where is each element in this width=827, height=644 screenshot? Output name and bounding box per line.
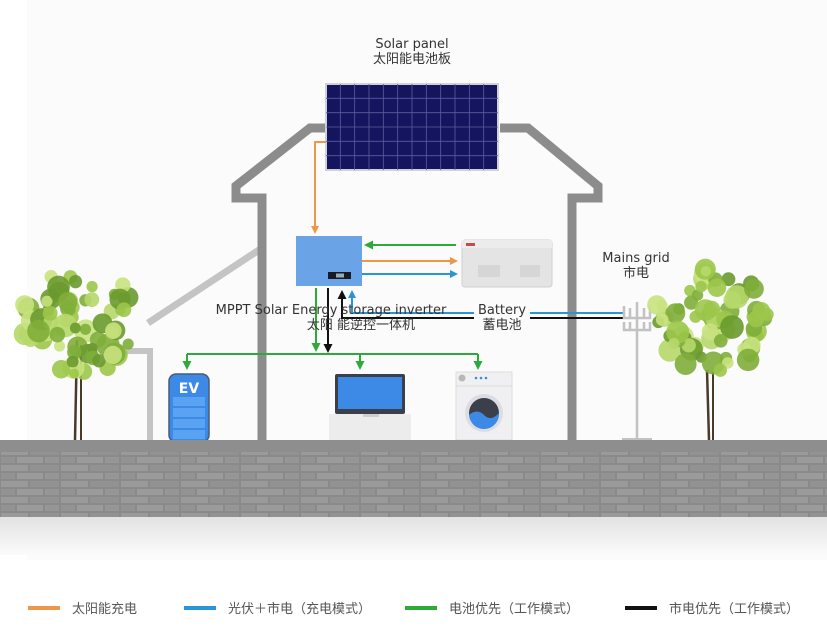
legend-swatch-black: [625, 605, 657, 610]
solar-panel-label: Solar panel 太阳能电池板: [352, 37, 472, 67]
inverter-label-zh: 太阳 能逆控一体机: [306, 318, 416, 333]
washing-machine: [455, 371, 513, 441]
legend-item-pv-grid: 光伏＋市电（充电模式）: [184, 598, 371, 617]
legend-swatch-green: [405, 605, 437, 610]
mains-grid-label-en: Mains grid: [602, 251, 670, 266]
utility-pole: [622, 302, 652, 442]
flow-solar-charge: [311, 141, 326, 234]
legend-item-grid-priority: 市电优先（工作模式）: [625, 598, 799, 617]
legend-swatch-orange: [28, 605, 60, 610]
mains-grid-label-zh: 市电: [622, 266, 649, 281]
stone-wall: [0, 452, 827, 517]
legend: 太阳能充电 光伏＋市电（充电模式） 电池优先（工作模式） 市电优先（工作模式）: [0, 598, 827, 622]
legend-label: 光伏＋市电（充电模式）: [228, 602, 372, 617]
solar-panel: [325, 83, 499, 171]
house-outline: [231, 123, 603, 440]
tree-right: [647, 258, 774, 441]
battery-device: [461, 239, 553, 288]
tree-left: [13, 270, 139, 441]
ev-badge: EV: [179, 381, 200, 397]
legend-item-solar-charge: 太阳能充电: [28, 598, 137, 617]
mains-grid-label: Mains grid 市电: [596, 251, 676, 281]
tv-appliance: [329, 374, 411, 440]
inverter-label: MPPT Solar Energy storage inverter 太阳 能逆…: [204, 303, 458, 333]
wall-shadow: [0, 517, 827, 555]
solar-panel-label-en: Solar panel: [375, 37, 449, 52]
inverter-device: [296, 236, 362, 286]
legend-item-battery-priority: 电池优先（工作模式）: [405, 598, 579, 617]
battery-label-zh: 蓄电池: [482, 318, 522, 333]
inverter-label-en: MPPT Solar Energy storage inverter: [215, 303, 447, 318]
legend-swatch-blue: [184, 605, 216, 610]
solar-panel-label-zh: 太阳能电池板: [372, 52, 451, 67]
flow-grid-to-inverter-blue: [348, 290, 624, 314]
ev-charger: EV: [168, 373, 210, 443]
legend-label: 太阳能充电: [72, 602, 138, 617]
legend-label: 电池优先（工作模式）: [449, 602, 580, 617]
legend-label: 市电优先（工作模式）: [669, 602, 800, 617]
battery-label-en: Battery: [477, 303, 527, 318]
battery-label: Battery 蓄电池: [474, 303, 530, 333]
ground-line: [0, 440, 827, 452]
